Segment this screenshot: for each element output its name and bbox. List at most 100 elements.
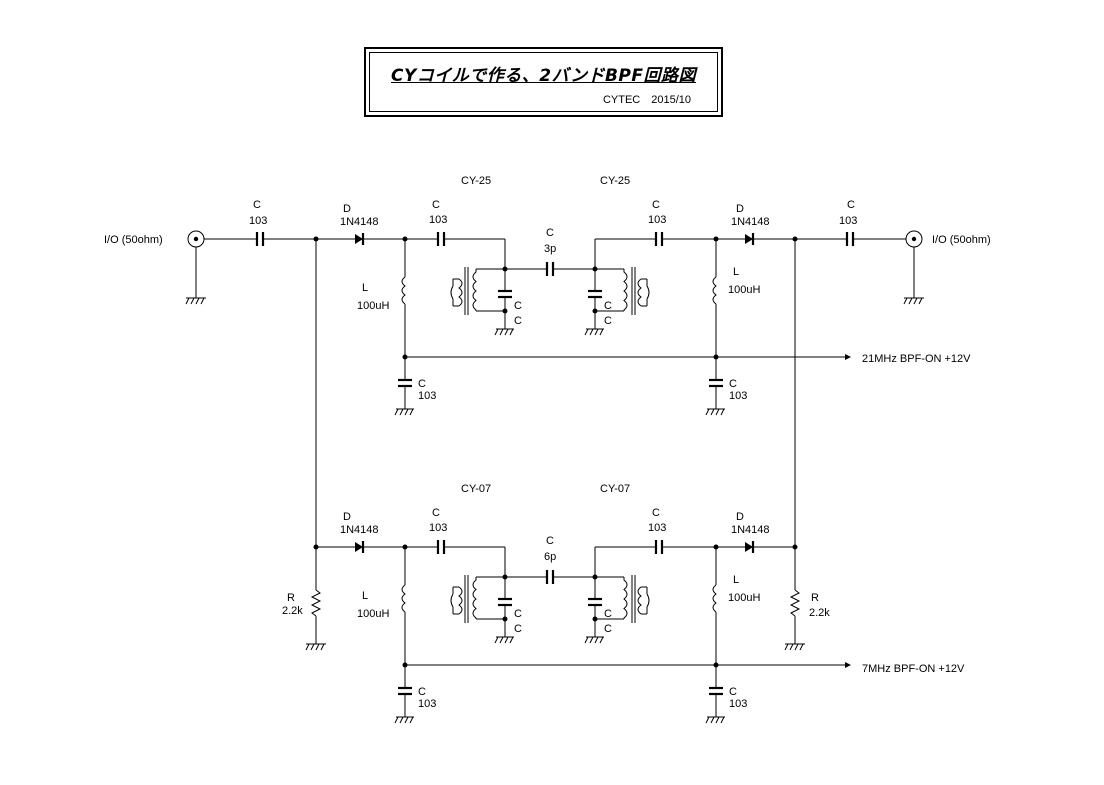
right-series-cap-value: 103 (648, 522, 666, 534)
left-resistor-value: 2.2k (282, 605, 303, 617)
ground-symbol (499, 328, 504, 336)
ground-symbol (394, 716, 399, 724)
ground-symbol (589, 636, 594, 644)
ground-symbol (594, 636, 599, 644)
left-bypass-cap-label: C (418, 378, 426, 390)
left-series-cap-label: C (432, 507, 440, 519)
left-bypass-cap-value: 103 (418, 390, 436, 402)
ground-symbol (409, 716, 414, 724)
title-box: CYコイルで作る、2バンドBPF回路図 CYTEC 2015/10 (364, 47, 723, 117)
left-rf-choke (401, 276, 406, 305)
right-coil-label: CY-25 (600, 175, 630, 187)
left-io-label: I/O (50ohm) (104, 234, 163, 246)
left-bypass-cap-label: C (418, 686, 426, 698)
right-transformer-secondary (637, 586, 642, 615)
right-transformer-coil (623, 269, 628, 311)
input-coupling-capacitor (204, 232, 316, 246)
left-coil-label: CY-25 (461, 175, 491, 187)
ground-symbol (715, 408, 720, 416)
right-tank-cap-label: C (604, 300, 612, 312)
left-bias-resistor (305, 547, 326, 651)
diagram-subtitle: CYTEC 2015/10 (602, 94, 691, 106)
junction-dot (502, 616, 508, 622)
right-tank-cap-label: C (604, 608, 612, 620)
right-diode-label: D (736, 203, 744, 215)
right-choke-value: 100uH (728, 284, 760, 296)
ground-symbol (509, 636, 514, 644)
left-diode (355, 542, 363, 552)
left-diode-label: D (343, 511, 351, 523)
left-rf-choke (401, 584, 406, 613)
ground-symbol (404, 716, 409, 724)
right-diode (745, 542, 753, 552)
junction-dot (502, 308, 508, 314)
left-transformer-link (450, 285, 454, 300)
input-cap-value: 103 (249, 215, 267, 227)
right-resistor-label: R (811, 592, 819, 604)
title-frame (369, 52, 718, 112)
left-tank-cap-label: C (514, 608, 522, 620)
left-bypass-cap-value: 103 (418, 698, 436, 710)
coupling-cap-value: 3p (544, 243, 556, 255)
left-choke-label: L (362, 282, 368, 294)
diagram-title: CYコイルで作る、2バンドBPF回路図 (391, 66, 696, 86)
left-diode-label: D (343, 203, 351, 215)
control-arrow (845, 662, 851, 668)
left-choke-value: 100uH (357, 608, 389, 620)
ground-symbol (720, 716, 725, 724)
right-diode (745, 234, 753, 244)
left-transformer-secondary (458, 586, 463, 615)
input-cap-label: C (253, 199, 261, 211)
right-rf-choke (712, 584, 717, 613)
right-series-cap-value: 103 (648, 214, 666, 226)
ground-symbol (404, 408, 409, 416)
ground-symbol (599, 328, 604, 336)
ground-symbol (584, 636, 589, 644)
right-bypass-cap-label: C (729, 686, 737, 698)
ground-symbol (509, 328, 514, 336)
output-cap-label: C (847, 199, 855, 211)
right-choke-label: L (733, 266, 739, 278)
right-choke-label: L (733, 574, 739, 586)
left-series-cap-value: 103 (429, 214, 447, 226)
left-series-cap-label: C (432, 199, 440, 211)
output-cap-value: 103 (839, 215, 857, 227)
left-transformer-coil (472, 577, 477, 619)
ground-symbol (399, 716, 404, 724)
left-diode (355, 234, 363, 244)
left-io-connector (185, 230, 206, 305)
band21-control-label: 21MHz BPF-ON +12V (862, 353, 971, 365)
coupling-cap-label: C (546, 535, 554, 547)
junction-dot (592, 308, 598, 314)
right-bypass-cap-value: 103 (729, 390, 747, 402)
ground-symbol (715, 716, 720, 724)
coupling-cap-value: 6p (544, 551, 556, 563)
ground-symbol (394, 408, 399, 416)
ground-symbol (705, 716, 710, 724)
left-tank-cap-label2: C (514, 623, 522, 635)
right-coil-label: CY-07 (600, 483, 630, 495)
right-bypass-cap-value: 103 (729, 698, 747, 710)
left-diode-value: 1N4148 (340, 524, 379, 536)
right-diode-value: 1N4148 (731, 524, 770, 536)
control-arrow (845, 354, 851, 360)
ground-symbol (584, 328, 589, 336)
right-transformer-link (646, 285, 650, 300)
ground-symbol (494, 636, 499, 644)
right-diode-label: D (736, 511, 744, 523)
right-transformer-secondary (637, 278, 642, 307)
ground-symbol (710, 716, 715, 724)
left-resistor-label: R (287, 592, 295, 604)
right-series-cap-label: C (652, 199, 660, 211)
left-tank-cap-label2: C (514, 315, 522, 327)
right-io-connector (903, 230, 924, 305)
left-coil-label: CY-07 (461, 483, 491, 495)
left-choke-value: 100uH (357, 300, 389, 312)
ground-symbol (594, 328, 599, 336)
left-transformer-coil (472, 269, 477, 311)
right-resistor-value: 2.2k (809, 607, 830, 619)
right-tank-cap-label2: C (604, 315, 612, 327)
right-rf-choke (712, 276, 717, 305)
